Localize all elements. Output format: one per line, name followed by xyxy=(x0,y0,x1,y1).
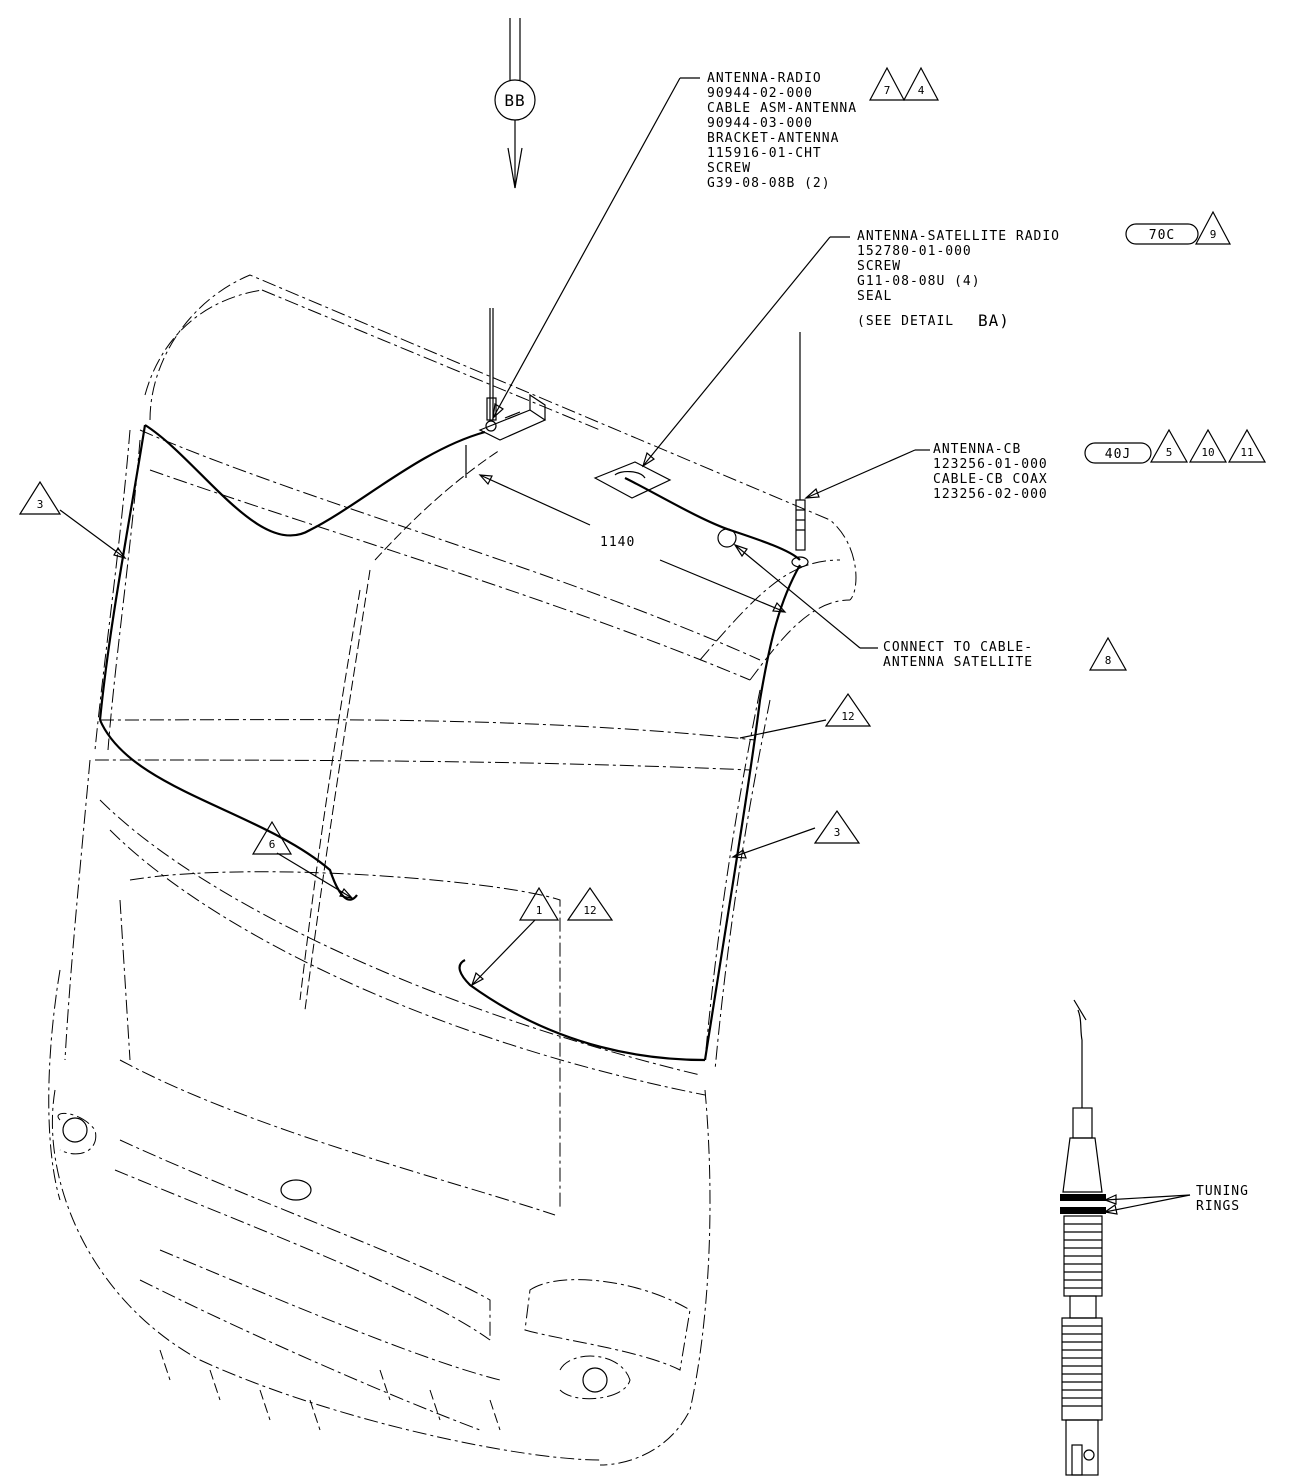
svg-text:12: 12 xyxy=(841,710,854,723)
radio-antenna-cable xyxy=(144,424,486,537)
callout-antenna-radio: ANTENNA-RADIO 90944-02-000 CABLE ASM-ANT… xyxy=(707,66,939,191)
svg-text:11: 11 xyxy=(1240,446,1253,459)
sat-line-4: G11-08-08U (4) xyxy=(857,274,981,289)
svg-text:8: 8 xyxy=(1105,654,1112,667)
left-a-pillar-cable xyxy=(98,424,147,721)
tuning-ring-2 xyxy=(1060,1207,1106,1214)
svg-text:4: 4 xyxy=(918,84,925,97)
radio-line-8: G39-08-08B (2) xyxy=(707,176,831,191)
sat-line-3: SCREW xyxy=(857,259,901,274)
svg-text:6: 6 xyxy=(269,838,276,851)
cb-coax-cable-return xyxy=(458,959,706,1062)
svg-text:9: 9 xyxy=(1210,228,1217,241)
flag-note-6: 6 xyxy=(251,820,293,855)
lower-left-cable xyxy=(98,719,358,901)
radio-line-3: CABLE ASM-ANTENNA xyxy=(707,101,857,116)
cb-antenna xyxy=(791,332,809,568)
svg-text:40J: 40J xyxy=(1105,447,1131,462)
sat-line-5: SEAL xyxy=(857,289,892,304)
svg-text:5: 5 xyxy=(1166,446,1173,459)
radio-line-1: ANTENNA-RADIO xyxy=(707,71,822,86)
svg-text:1: 1 xyxy=(536,904,543,917)
view-bb-label: BB xyxy=(504,91,525,110)
cb-coax-cable xyxy=(703,564,801,1061)
radio-line-5: BRACKET-ANTENNA xyxy=(707,131,839,146)
flag-note-10: 10 xyxy=(1188,428,1228,463)
flag-note-4: 4 xyxy=(903,66,939,101)
truck-cab-outline xyxy=(48,274,857,1466)
radio-line-6: 115916-01-CHT xyxy=(707,146,822,161)
cb-line-1: ANTENNA-CB xyxy=(933,442,1021,457)
svg-text:3: 3 xyxy=(834,826,841,839)
satellite-antenna xyxy=(593,461,672,499)
connect-line-2: ANTENNA SATELLITE xyxy=(883,655,1033,670)
radio-line-7: SCREW xyxy=(707,161,751,176)
flag-note-8: 8 xyxy=(1088,636,1128,671)
radio-line-4: 90944-03-000 xyxy=(707,116,813,131)
callout-antenna-cb: ANTENNA-CB 123256-01-000 CABLE-CB COAX 1… xyxy=(933,428,1267,502)
flag-note-12-bottom: 12 xyxy=(566,886,614,921)
svg-text:3: 3 xyxy=(37,498,44,511)
dimension-value: 1140 xyxy=(600,535,635,550)
radio-line-2: 90944-02-000 xyxy=(707,86,813,101)
cb-line-4: 123256-02-000 xyxy=(933,487,1048,502)
option-code-40j: 40J xyxy=(1084,442,1152,464)
svg-text:10: 10 xyxy=(1201,446,1214,459)
leader-lines xyxy=(59,77,1191,1215)
callout-antenna-satellite: ANTENNA-SATELLITE RADIO 152780-01-000 SC… xyxy=(857,210,1231,330)
flag-note-11: 11 xyxy=(1227,428,1267,463)
flag-note-7: 7 xyxy=(869,66,905,101)
flag-note-12-top: 12 xyxy=(824,692,872,727)
svg-text:7: 7 xyxy=(884,84,891,97)
flag-note-5: 5 xyxy=(1149,428,1189,463)
sat-detail-ref: BA) xyxy=(978,311,1010,330)
sat-see-detail: (SEE DETAIL xyxy=(857,314,954,329)
svg-text:70C: 70C xyxy=(1149,228,1175,243)
svg-text:12: 12 xyxy=(583,904,596,917)
tuning-line-2: RINGS xyxy=(1196,1199,1240,1214)
satellite-cable xyxy=(624,477,801,561)
flag-note-3-right: 3 xyxy=(813,809,861,844)
tuning-ring-1 xyxy=(1060,1194,1106,1201)
flag-note-9: 9 xyxy=(1195,210,1231,245)
callout-connect-cable: CONNECT TO CABLE- ANTENNA SATELLITE 8 xyxy=(883,636,1128,671)
cable-connector xyxy=(717,528,737,548)
sat-line-2: 152780-01-000 xyxy=(857,244,972,259)
dimension-1140: 1140 xyxy=(465,445,787,613)
sat-line-1: ANTENNA-SATELLITE RADIO xyxy=(857,229,1060,244)
flag-note-1: 1 xyxy=(518,886,560,921)
option-code-70c: 70C xyxy=(1125,223,1199,245)
view-bb-arrow: BB xyxy=(494,18,536,189)
cb-line-3: CABLE-CB COAX xyxy=(933,472,1048,487)
cb-line-2: 123256-01-000 xyxy=(933,457,1048,472)
cb-antenna-detail: TUNING RINGS xyxy=(1060,999,1249,1476)
radio-antenna xyxy=(478,308,547,441)
connect-line-1: CONNECT TO CABLE- xyxy=(883,640,1033,655)
flag-note-3-left: 3 xyxy=(18,480,62,515)
tuning-line-1: TUNING xyxy=(1196,1184,1249,1199)
